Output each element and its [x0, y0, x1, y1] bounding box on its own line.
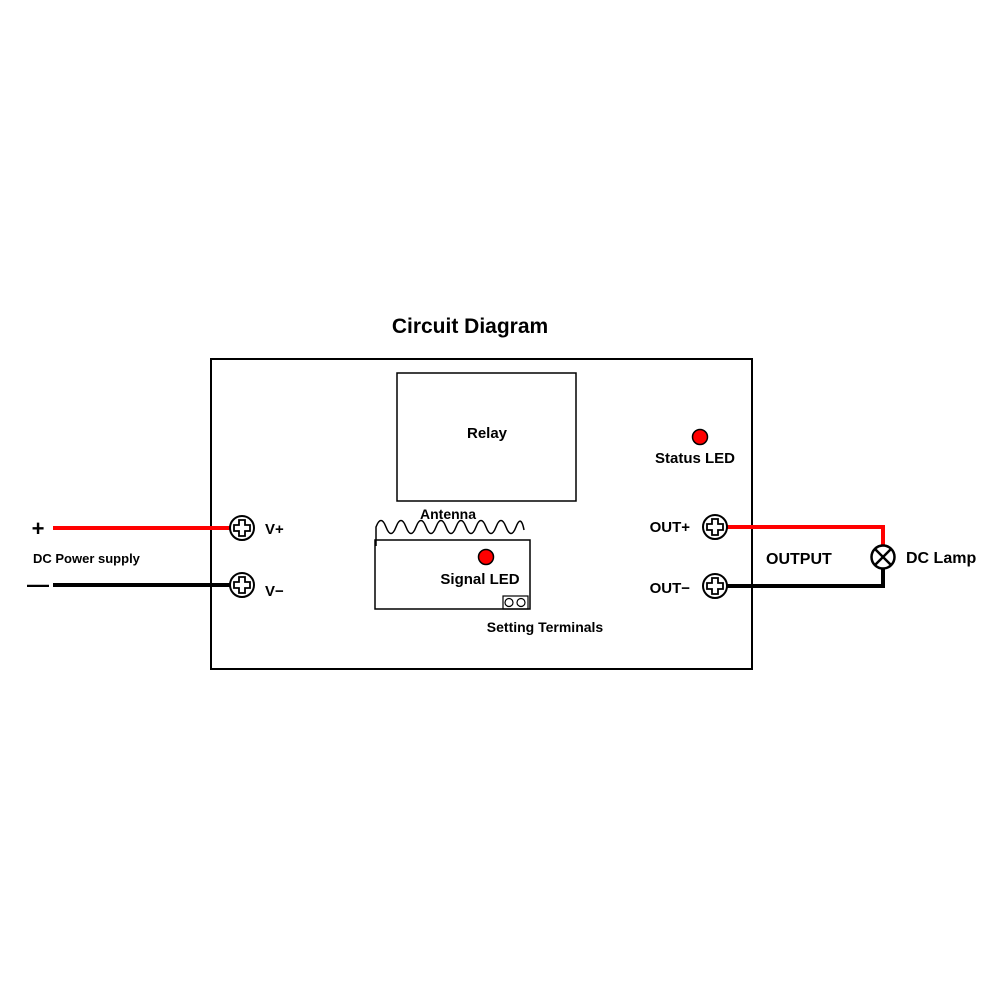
setting-terminal-1 — [504, 597, 514, 608]
v-minus-label: V− — [265, 583, 284, 600]
out-plus-terminal — [702, 514, 728, 540]
positive-output-wire — [724, 525, 885, 545]
signal-led-label: Signal LED — [440, 571, 519, 588]
relay-box — [396, 372, 577, 502]
antenna-label: Antenna — [420, 506, 476, 522]
dc-lamp-icon — [870, 544, 896, 570]
antenna-coil — [375, 519, 525, 546]
signal-led — [477, 548, 495, 566]
v-plus-terminal — [229, 515, 255, 541]
out-minus-label: OUT− — [650, 580, 691, 597]
setting-terminal-2 — [516, 597, 526, 608]
negative-output-wire — [724, 569, 885, 588]
out-plus-label: OUT+ — [650, 519, 691, 536]
power-supply-label: DC Power supply — [33, 551, 141, 566]
setting-terminals-block — [502, 595, 529, 610]
status-led — [691, 428, 709, 446]
output-label: OUTPUT — [766, 551, 832, 568]
controller-board — [210, 358, 753, 670]
negative-sign: — — [27, 572, 49, 597]
v-minus-terminal — [229, 572, 255, 598]
diagram-title: Circuit Diagram — [392, 315, 548, 338]
dc-lamp-label: DC Lamp — [906, 550, 976, 567]
v-plus-label: V+ — [265, 521, 284, 538]
out-minus-terminal — [702, 573, 728, 599]
receiver-module — [374, 539, 531, 610]
status-led-label: Status LED — [655, 450, 735, 467]
setting-terminals-label: Setting Terminals — [487, 619, 604, 635]
relay-label: Relay — [467, 425, 508, 442]
positive-sign: + — [32, 516, 45, 541]
